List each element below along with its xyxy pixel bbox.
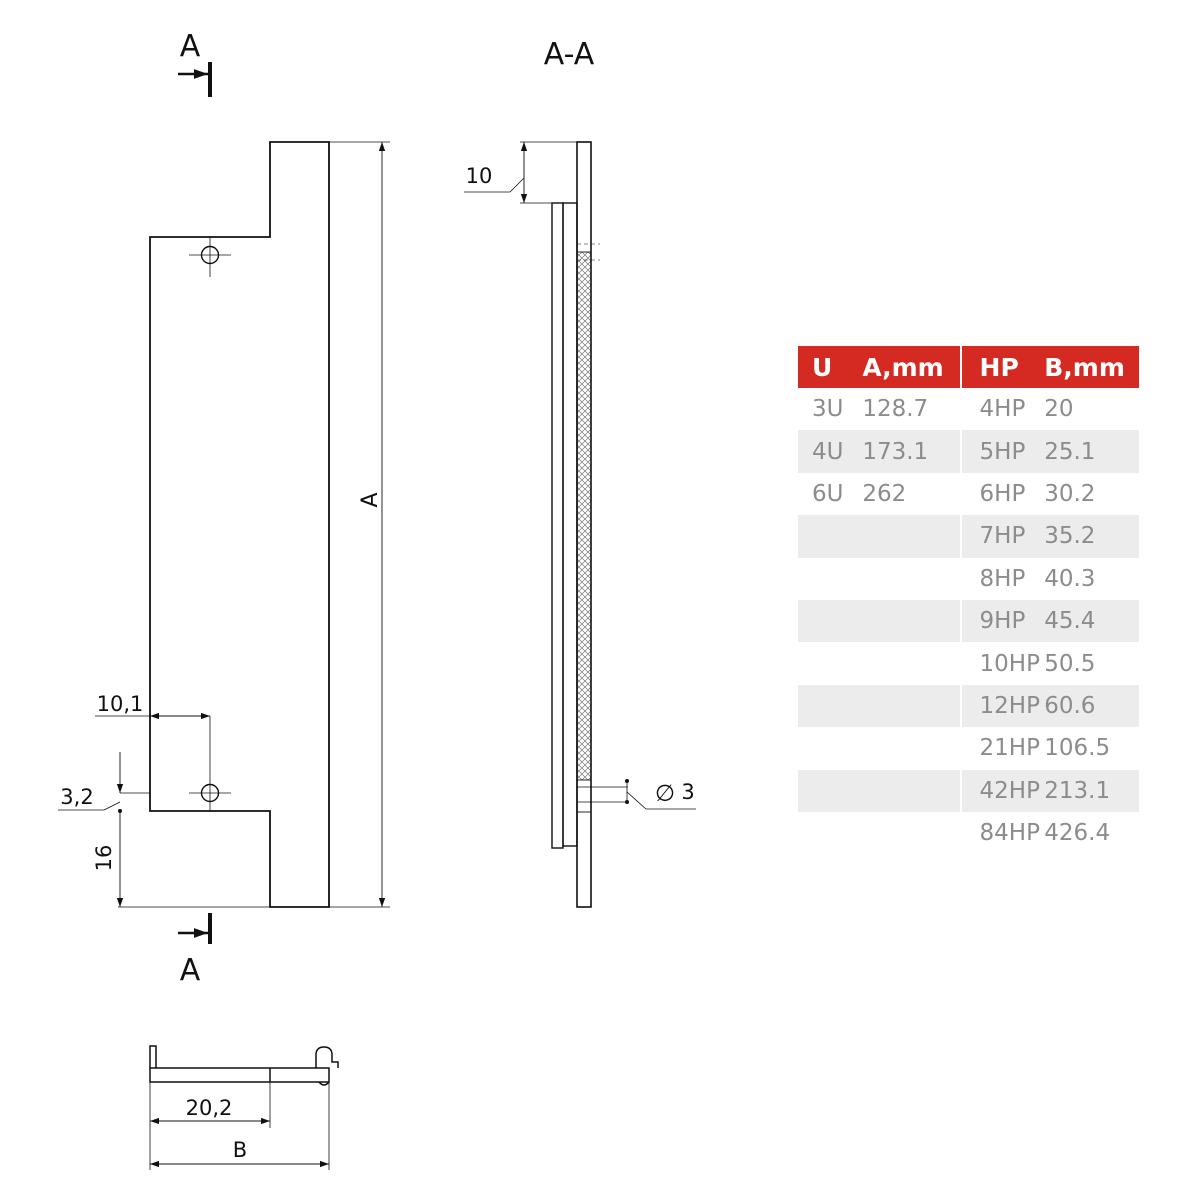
cell-a [862,727,960,769]
section-marker-bottom: A [178,913,212,988]
cell-hp: 42HP [959,769,1045,812]
cell-a: 262 [862,480,907,507]
dimension-hole-radius: 3,2 [58,752,150,813]
cell-u [798,558,862,600]
table-row: 12HP 60.6 [798,684,1139,728]
cell-hp: 4HP [959,388,1045,431]
cell-hp: 12HP [959,684,1045,728]
header-u: U [798,346,863,388]
table-row: 7HP 35.2 [798,515,1139,558]
cell-a [862,515,961,558]
dimension-profile-label: 20,2 [186,1096,233,1120]
profile-view [149,1045,339,1086]
table-row: 6U 262 6HP 30.2 [798,472,1139,516]
dimension-hole-offset: 10,1 [95,692,210,720]
cell-u: 3U [812,396,844,423]
cell-u [798,684,863,728]
cell-b: 60.6 [1044,684,1139,728]
cell-hp: 8HP [959,557,1045,600]
cell-b: 20 [1044,396,1074,423]
hatched-strip [577,252,591,780]
cell-a [862,558,960,600]
dimension-hole-radius-label: 3,2 [60,785,93,809]
panel-outline [149,141,330,908]
front-view [149,141,330,908]
size-table: U A,mm HP B,mm 3U 128.7 4HP 20 4U 173.1 … [798,346,1139,855]
dimension-profile: 20,2 [149,1082,330,1170]
cell-b: 50.5 [1044,650,1096,677]
cell-u [798,515,863,558]
cell-hp: 6HP [959,472,1045,516]
cell-u: 6U [812,480,844,507]
dimension-a: A [329,141,390,908]
table-row: 4U 173.1 5HP 25.1 [798,430,1139,473]
cell-u [798,812,862,854]
cell-u [798,727,862,769]
section-label-top: A [180,29,201,64]
dimension-hole-diameter: ∅ 3 [625,779,696,810]
section-label-bottom: A [180,953,201,988]
dimension-top-step: 10 [464,141,577,204]
size-table-header: U A,mm HP B,mm [798,346,1139,388]
dimension-top-step-label: 10 [466,164,493,188]
dimension-a-label: A [358,492,383,507]
dimension-bottom-label: 16 [92,845,116,872]
table-row: 10HP 50.5 [798,642,1139,685]
cell-u: 4U [798,430,863,473]
cell-b: 45.4 [1044,599,1139,643]
cell-b: 213.1 [1044,769,1139,812]
cell-b: 35.2 [1044,515,1139,558]
cell-hp: 10HP [959,642,1045,685]
table-row: 3U 128.7 4HP 20 [798,388,1139,431]
cell-a [862,769,961,812]
cell-a [862,642,960,684]
diameter-symbol: ∅ [655,781,675,807]
cell-hp: 7HP [959,515,1045,558]
table-row: 9HP 45.4 [798,599,1139,643]
cell-a [862,599,961,643]
cell-hp: 5HP [959,430,1045,473]
mounting-holes [189,236,231,812]
table-row: 21HP 106.5 [798,727,1139,770]
dimension-b: B [150,1138,329,1168]
table-row: 84HP 426.4 [798,811,1139,855]
cell-b: 106.5 [1044,735,1111,762]
cell-u [798,642,862,684]
cell-hp: 21HP [959,727,1045,770]
cell-a: 173.1 [862,430,961,473]
table-row: 8HP 40.3 [798,557,1139,600]
cell-hp: 84HP [959,811,1045,855]
cell-b: 30.2 [1044,480,1096,507]
section-view [551,141,628,908]
cell-b: 426.4 [1044,820,1111,847]
section-marker-top: A [178,29,212,97]
dimension-bottom: 16 [92,811,270,908]
cell-b: 40.3 [1044,565,1096,592]
cell-a [862,684,961,728]
cell-a [862,812,960,854]
table-row: 42HP 213.1 [798,769,1139,812]
header-b-mm: B,mm [1044,346,1139,388]
dimension-b-label: B [233,1138,247,1162]
dimension-hole-diameter-label: 3 [681,780,694,804]
cell-a: 128.7 [862,396,929,423]
section-title: A-A [544,37,595,72]
header-hp: HP [959,346,1045,388]
cell-b: 25.1 [1044,430,1139,473]
dimension-hole-offset-label: 10,1 [97,692,144,716]
cell-u [798,599,863,643]
cell-u [798,769,863,812]
header-a-mm: A,mm [862,346,961,388]
cell-hp: 9HP [959,599,1045,643]
